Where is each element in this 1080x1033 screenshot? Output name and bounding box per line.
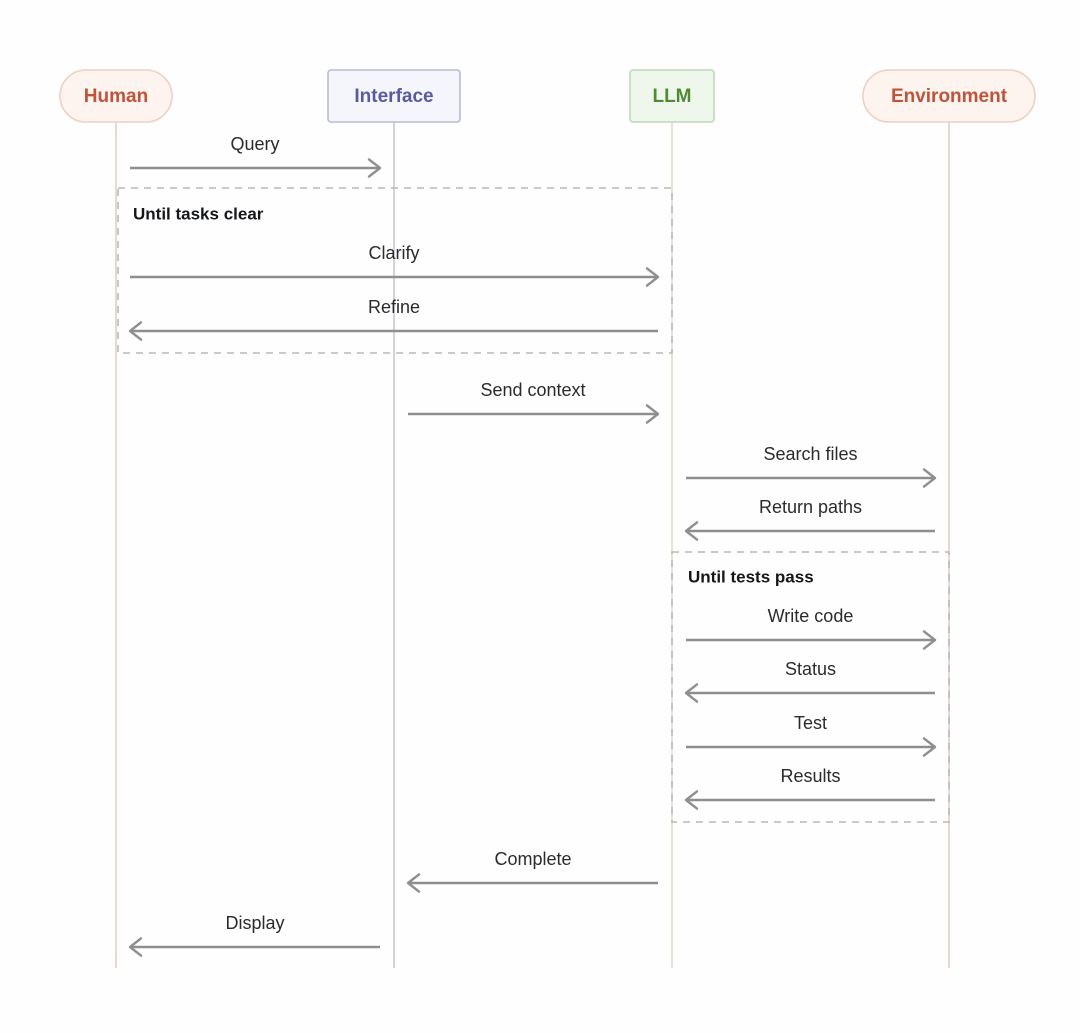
message-arrow: Status xyxy=(684,659,935,703)
message-label: Return paths xyxy=(759,497,862,517)
loop-box: Until tests pass xyxy=(671,551,950,823)
loop-title: Until tests pass xyxy=(688,567,814,586)
message-arrow: Send context xyxy=(408,380,660,424)
message-arrow: Search files xyxy=(686,444,937,488)
message-arrow: Complete xyxy=(406,849,658,893)
actor-environment[interactable]: Environment xyxy=(862,69,1036,123)
message-arrow: Test xyxy=(686,713,937,757)
actor-label-environment: Environment xyxy=(891,86,1008,107)
actor-llm[interactable]: LLM xyxy=(629,69,715,123)
message-arrowhead xyxy=(645,267,660,287)
loop-border xyxy=(117,187,673,354)
message-arrowhead xyxy=(128,321,143,341)
message-arrow: Clarify xyxy=(130,243,660,287)
message-label: Complete xyxy=(494,849,571,869)
message-label: Query xyxy=(230,134,279,154)
message-arrowhead xyxy=(684,683,699,703)
message-label: Display xyxy=(225,913,284,933)
message-arrow: Query xyxy=(130,134,382,178)
loop-box: Until tasks clear xyxy=(117,187,673,354)
message-arrowhead xyxy=(406,873,421,893)
message-arrow: Display xyxy=(128,913,380,957)
message-label: Test xyxy=(794,713,827,733)
actor-box-human xyxy=(59,69,173,123)
actor-interface[interactable]: Interface xyxy=(327,69,461,123)
actor-box-interface xyxy=(327,69,461,123)
message-arrowhead xyxy=(684,521,699,541)
message-arrow: Results xyxy=(684,766,935,810)
message-arrowhead xyxy=(922,737,937,757)
message-arrow: Refine xyxy=(128,297,658,341)
lifelines-layer xyxy=(115,122,950,968)
loop-title: Until tasks clear xyxy=(133,204,264,223)
message-arrow: Write code xyxy=(686,606,937,650)
message-label: Write code xyxy=(768,606,854,626)
message-label: Results xyxy=(780,766,840,786)
message-label: Status xyxy=(785,659,836,679)
actor-headers-layer: Human Interface LLM Environment xyxy=(59,69,1036,123)
actor-human[interactable]: Human xyxy=(59,69,173,123)
message-arrowhead xyxy=(645,404,660,424)
message-arrowhead xyxy=(922,468,937,488)
message-label: Search files xyxy=(763,444,857,464)
message-label: Clarify xyxy=(368,243,419,263)
message-arrowhead xyxy=(367,158,382,178)
message-label: Refine xyxy=(368,297,420,317)
message-label: Send context xyxy=(480,380,585,400)
message-arrowhead xyxy=(684,790,699,810)
actor-box-llm xyxy=(629,69,715,123)
message-arrowhead xyxy=(128,937,143,957)
actor-label-llm: LLM xyxy=(652,86,691,107)
actor-label-interface: Interface xyxy=(354,86,433,107)
message-arrow: Return paths xyxy=(684,497,935,541)
actor-box-environment xyxy=(862,69,1036,123)
actor-label-human: Human xyxy=(84,86,148,107)
message-arrowhead xyxy=(922,630,937,650)
